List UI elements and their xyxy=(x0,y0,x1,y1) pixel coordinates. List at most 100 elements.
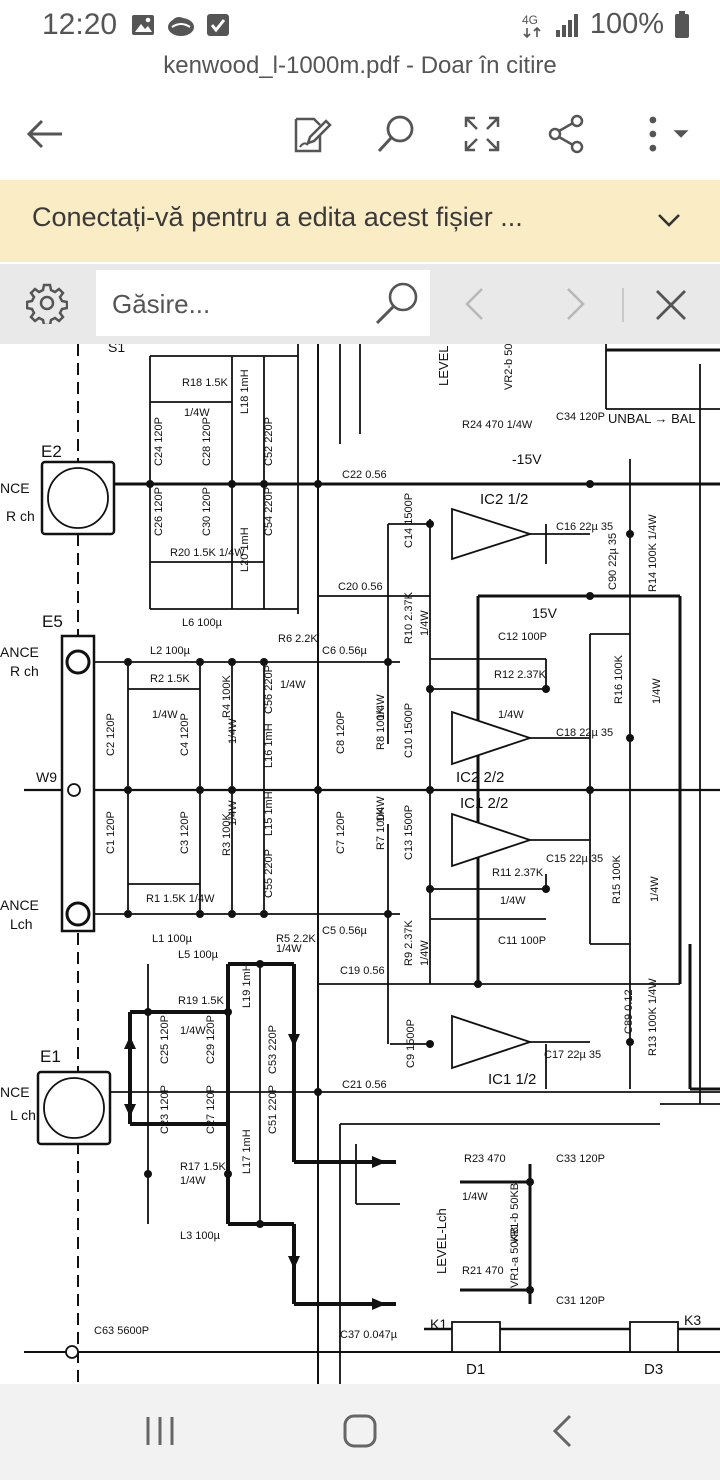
home-button[interactable] xyxy=(330,1406,390,1456)
component-label: 1/4W xyxy=(375,796,387,822)
component-label: C20 0.56 xyxy=(338,581,383,593)
home-icon xyxy=(343,1414,377,1448)
sign-in-banner[interactable]: Conectați-vă pentru a edita acest fișier… xyxy=(0,180,720,262)
search-button[interactable] xyxy=(366,104,426,164)
component-label: C21 0.56 xyxy=(342,1079,387,1091)
component-label: VR1-a 50KB xyxy=(509,1227,521,1288)
switch-label: UNBAL → BAL xyxy=(608,411,696,426)
component-label: C4 120P xyxy=(179,713,191,756)
recent-apps-icon xyxy=(146,1417,174,1445)
find-next-button[interactable] xyxy=(564,286,588,327)
component-label: C5 0.56µ xyxy=(322,925,368,937)
component-label: L15 1mH xyxy=(263,791,275,836)
next-icon xyxy=(567,288,585,320)
status-time: 12:20 xyxy=(42,8,118,41)
component-label: 1/4W xyxy=(280,679,306,691)
chevron-down-icon[interactable] xyxy=(656,206,682,232)
ic-label: IC1 1/2 xyxy=(488,1071,536,1088)
component-label: C12 100P xyxy=(498,631,547,643)
component-label: R2 1.5K xyxy=(150,673,190,685)
component-label: C52 220P xyxy=(263,417,275,466)
component-label: L19 1mH xyxy=(241,963,253,1008)
edit-button[interactable] xyxy=(282,104,342,164)
component-label: C54 220P xyxy=(263,487,275,536)
find-divider xyxy=(622,288,624,322)
connector-e5-label: E5 xyxy=(42,612,63,631)
back-nav-button[interactable] xyxy=(532,1406,592,1456)
component-label: L20 1mH xyxy=(239,527,251,572)
share-button[interactable] xyxy=(537,104,597,164)
find-bar xyxy=(0,264,720,344)
component-label: L6 100µ xyxy=(182,617,223,629)
recent-apps-button[interactable] xyxy=(130,1406,190,1456)
component-label: R3 100K xyxy=(221,813,233,856)
component-label: C29 120P xyxy=(205,1015,217,1064)
component-label: C27 120P xyxy=(205,1085,217,1134)
search-icon[interactable] xyxy=(374,281,420,325)
component-label: 1/4W xyxy=(276,943,302,955)
share-icon xyxy=(548,114,584,154)
fullscreen-button[interactable] xyxy=(452,104,512,164)
component-label: C34 120P xyxy=(556,411,605,423)
component-label: R6 2.2K xyxy=(278,633,318,645)
check-icon xyxy=(207,14,229,36)
battery-icon xyxy=(675,10,689,38)
settings-gear-icon xyxy=(25,283,69,327)
find-close-button[interactable] xyxy=(654,288,688,327)
ic-label: IC2 2/2 xyxy=(456,769,504,786)
component-label: C56 220P xyxy=(263,665,275,714)
component-label: C37 0.047µ xyxy=(340,1329,398,1341)
search-icon xyxy=(377,115,414,153)
network-type: 4G xyxy=(522,13,538,27)
find-input[interactable] xyxy=(110,284,364,324)
component-label: L2 100µ xyxy=(150,645,191,657)
relay-label: D3 xyxy=(644,1361,663,1378)
component-label: C3 120P xyxy=(179,811,191,854)
side-label: ANCE xyxy=(0,897,39,913)
component-label: C28 120P xyxy=(201,417,213,466)
cloud-icon xyxy=(168,17,194,36)
component-label: 1/4W xyxy=(180,1175,206,1187)
component-label: R24 470 1/4W xyxy=(462,419,533,431)
voltage-label: 15V xyxy=(532,605,558,621)
component-label: C30 120P xyxy=(201,487,213,536)
component-label: L1 100µ xyxy=(152,933,193,945)
component-label: R5 2.2K xyxy=(276,933,316,945)
component-label: C89 0.12 xyxy=(623,989,635,1034)
component-label: C17 22µ 35 xyxy=(544,1049,601,1061)
document-title: kenwood_l-1000m.pdf - Doar în citire xyxy=(163,52,557,79)
side-label: R ch xyxy=(6,508,35,524)
component-label: R18 1.5K xyxy=(182,377,229,389)
banner-text: Conectați-vă pentru a edita acest fișier… xyxy=(32,202,523,232)
more-options-button[interactable] xyxy=(636,104,696,164)
status-icons-left xyxy=(130,12,230,38)
find-settings-button[interactable] xyxy=(25,282,69,329)
component-label: C19 0.56 xyxy=(340,965,385,977)
component-label: R17 1.5K xyxy=(180,1161,227,1173)
component-label: C9 1500P xyxy=(405,1019,417,1068)
battery-percent: 100% xyxy=(589,8,664,40)
component-label: 1/4W xyxy=(498,709,524,721)
component-label: R13 100K 1/4W xyxy=(647,978,659,1056)
component-label: C22 0.56 xyxy=(342,469,387,481)
component-label: 1/4W xyxy=(152,709,178,721)
component-label: 1/4W xyxy=(227,800,239,826)
ic-label: IC2 1/2 xyxy=(480,491,528,508)
toolbar xyxy=(0,96,720,174)
component-label: C33 120P xyxy=(556,1153,605,1165)
component-label: R11 2.37K xyxy=(492,867,544,879)
component-label: 1/4W xyxy=(419,940,431,966)
component-label: 1/4W xyxy=(419,610,431,636)
component-label: C51 220P xyxy=(267,1085,279,1134)
back-button[interactable] xyxy=(16,104,76,164)
component-label: C11 100P xyxy=(498,935,546,947)
component-label: C6 0.56µ xyxy=(322,645,368,657)
switch-label: LEVEL-Lch xyxy=(434,1208,449,1274)
component-label: C55 220P xyxy=(263,849,275,898)
pdf-page-view[interactable]: E2 E5 W9 E1 S1 NCE R ch ANCE R ch ANCE L… xyxy=(0,344,720,1384)
back-arrow-icon xyxy=(26,119,62,149)
find-previous-button[interactable] xyxy=(462,286,486,327)
component-label: R9 2.37K xyxy=(403,919,415,966)
ic-label: IC1 2/2 xyxy=(460,795,508,812)
